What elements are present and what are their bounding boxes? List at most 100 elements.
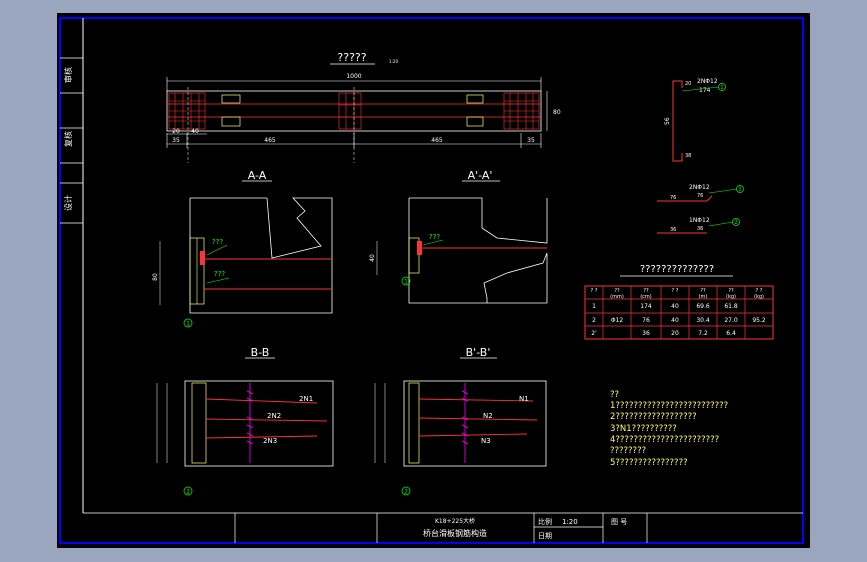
table-header-cell: (m)	[699, 294, 708, 300]
bb-prime-label-n3: N3	[481, 437, 491, 445]
tb-drawing-name: 桥台滑板钢筋构造	[423, 528, 487, 538]
dim-20-left: 20	[172, 128, 180, 135]
table-header-cell: (kg)	[754, 294, 764, 300]
strip-label-review: 审核	[63, 67, 73, 83]
table-header-cell: ? ?	[672, 288, 679, 294]
rebar-detail-1: 20 2NΦ12 174 1 56 38	[664, 78, 726, 162]
drawing-title-scale: 1:20	[389, 59, 398, 64]
right-span-dim: 465	[431, 137, 443, 144]
table-header-cell: ??	[643, 288, 649, 294]
bb-mark-2: 2	[186, 489, 190, 496]
tb-scale-label: 比例	[538, 517, 552, 526]
aa-weld-label-bottom: ???	[214, 270, 225, 278]
aa-weld-label-top: ???	[212, 238, 223, 246]
table-cell: 95.2	[752, 317, 766, 324]
d1-vert-dim: 56	[664, 117, 671, 125]
bb-label-2n1: 2N1	[299, 395, 313, 403]
plan-view: ????? 1:20 1000	[166, 51, 561, 163]
table-cell: 40	[671, 317, 679, 324]
cad-sheet: 审核 复核 设计 ????? 1:20 1000	[59, 17, 804, 544]
section-aa: A-A ??? ??? 80 1	[152, 169, 333, 328]
section-bb-prime-title: B'-B'	[466, 346, 491, 359]
d2-mark: 2	[738, 187, 741, 193]
table-cell: 36	[642, 330, 650, 337]
drawing-viewport[interactable]: 审核 复核 设计 ????? 1:20 1000	[57, 13, 810, 548]
d3-bar-length: 36	[697, 226, 703, 232]
notes-heading: ??	[610, 390, 619, 400]
strip-label-design: 设计	[63, 195, 73, 211]
table-cell: 2'	[591, 330, 597, 337]
note-line-1: 1?????????????????????????	[610, 401, 728, 411]
table-cell: 6.4	[726, 330, 736, 337]
tb-date-label: 日期	[538, 532, 552, 540]
rebar-table: ?????????????? ? ???(mm)??(cm)? ???(m)??…	[584, 264, 774, 340]
note-line-4: 4???????????????????????	[610, 435, 719, 445]
table-cell: 174	[640, 303, 652, 310]
table-header-cell: (kg)	[726, 294, 736, 300]
tb-sheet-label: 图 号	[611, 518, 627, 526]
table-cell: 30.4	[696, 317, 710, 324]
bb-prime-label-n1: N1	[519, 395, 529, 403]
d2-bar-length: 76	[697, 193, 703, 199]
aa-prime-weld-label: ???	[429, 233, 440, 241]
notes-block: ?? 1????????????????????????? 2?????????…	[610, 390, 728, 468]
bb-prime-mark-2: 2	[404, 489, 408, 496]
section-bb: B-B 2N1 2N2 2N3 2	[156, 346, 334, 496]
aa-prime-mark-1: 1	[404, 279, 408, 286]
d1-bottom-dim: 38	[685, 153, 691, 159]
table-cell: 7.2	[698, 330, 708, 337]
d1-top-dim: 20	[685, 81, 691, 87]
left-span-dim: 465	[264, 137, 276, 144]
section-bb-title: B-B	[251, 346, 270, 359]
note-line-5: 5????????????????	[610, 458, 688, 468]
d3-left-len: 36	[670, 227, 676, 233]
table-cell: 27.0	[724, 317, 738, 324]
table-header-cell: ? ?	[756, 288, 763, 294]
table-header-cell: ? ?	[591, 288, 598, 294]
aa-prime-dim-40: 40	[369, 254, 376, 262]
strip-label-check: 复核	[63, 131, 73, 147]
dim-40-left: 40	[191, 128, 199, 135]
d1-bar-label: 2NΦ12	[697, 78, 718, 85]
table-cell: 1	[592, 303, 596, 310]
table-header-cell: ??	[614, 288, 620, 294]
note-line-4b: ????????	[610, 446, 646, 456]
aa-mark-1: 1	[186, 321, 190, 328]
dim-80-right: 80	[553, 109, 561, 116]
sheet-border	[59, 17, 804, 544]
section-aa-prime-title: A'-A'	[468, 169, 493, 182]
end-dim-left: 35	[172, 137, 180, 144]
d3-bar-label: 1NΦ12	[689, 217, 710, 224]
table-header-cell: (cm)	[640, 294, 652, 300]
table-cell: 2	[592, 317, 596, 324]
table-cell: 20	[671, 330, 679, 337]
note-line-3: 3?N1??????????	[610, 424, 677, 434]
section-bb-prime: B'-B' N1 N2 N3 2	[374, 346, 547, 496]
section-aa-title: A-A	[248, 169, 267, 182]
d2-left-len: 76	[670, 195, 676, 201]
rebar-detail-2: 2NΦ12 76 76 2	[657, 184, 744, 202]
table-header-cell: (mm)	[610, 294, 624, 300]
tb-project: K18+225大桥	[435, 517, 475, 525]
d1-mark: 1	[720, 85, 723, 91]
table-cell: 40	[671, 303, 679, 310]
bb-label-2n2: 2N2	[267, 412, 281, 420]
rebar-detail-3: 1NΦ12 36 36 2	[657, 217, 740, 234]
overall-length-dim: 1000	[346, 73, 361, 80]
table-cell: 69.6	[696, 303, 710, 310]
table-cell: 76	[642, 317, 650, 324]
table-cell: 61.8	[724, 303, 738, 310]
section-aa-prime: A'-A' ??? 40 1	[369, 169, 548, 304]
bb-prime-label-n2: N2	[483, 412, 493, 420]
table-header-cell: ??	[728, 288, 734, 294]
table-cell: Φ12	[611, 317, 624, 324]
drawing-title: ?????	[337, 51, 366, 64]
tb-scale-value: 1:20	[562, 518, 578, 526]
bb-label-2n3: 2N3	[263, 437, 277, 445]
d1-bar-length: 174	[699, 87, 711, 94]
aa-dim-80: 80	[152, 273, 159, 281]
table-header-cell: ??	[700, 288, 706, 294]
table-title: ??????????????	[640, 264, 714, 275]
slab-outline	[166, 90, 542, 132]
end-dim-right: 35	[527, 137, 535, 144]
